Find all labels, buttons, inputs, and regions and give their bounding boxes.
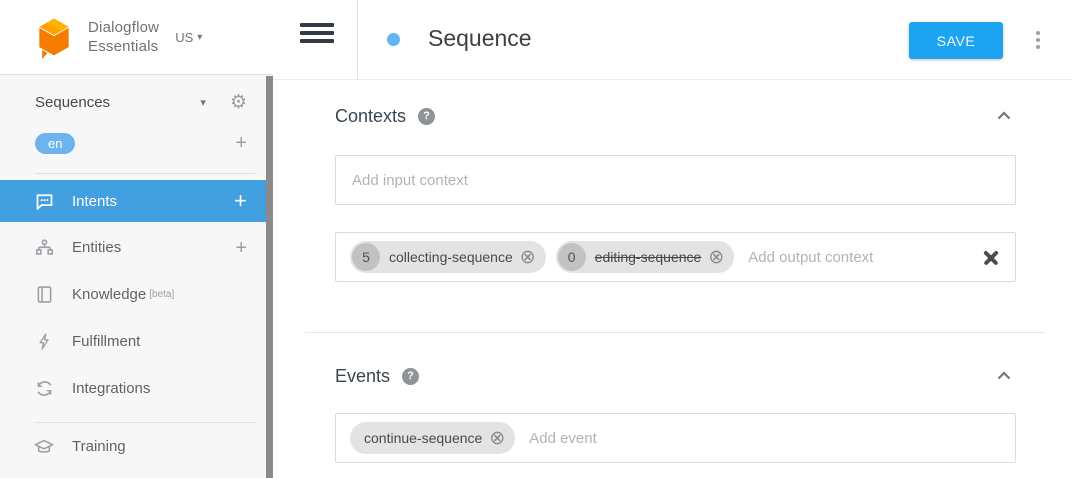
collapse-chevron-up-icon[interactable] <box>992 104 1016 128</box>
app-title-line1: Dialogflow <box>88 19 160 36</box>
intent-status-dot <box>387 33 400 46</box>
entities-tree-icon <box>33 237 55 259</box>
add-intent-icon[interactable]: + <box>234 188 247 213</box>
clear-contexts-icon[interactable] <box>983 249 999 265</box>
sidebar-item-label: Knowledge <box>72 286 147 303</box>
event-input[interactable] <box>529 429 999 447</box>
main-header: Sequence SAVE <box>273 0 1072 80</box>
agent-settings-gear-icon[interactable]: ⚙ <box>229 91 247 113</box>
main-panel: Sequence SAVE Contexts ? 5 <box>273 0 1072 478</box>
dialogflow-logo-icon <box>39 18 69 59</box>
remove-chip-icon[interactable]: ⊗ <box>708 246 725 268</box>
region-label: US <box>175 29 194 45</box>
remove-chip-icon[interactable]: ⊗ <box>489 427 506 449</box>
beta-badge: [beta] <box>149 289 175 300</box>
event-chip[interactable]: continue-sequence ⊗ <box>350 422 516 454</box>
sidebar-item-label: Integrations <box>72 380 151 397</box>
contexts-title: Contexts <box>335 105 407 126</box>
output-context-chip[interactable]: 0 editing-sequence ⊗ <box>555 241 735 273</box>
sidebar-item-knowledge[interactable]: Knowledge [beta] <box>0 271 273 318</box>
sidebar-item-intents[interactable]: Intents + <box>0 180 273 222</box>
sidebar-divider <box>35 173 255 174</box>
events-field: continue-sequence ⊗ <box>335 413 1016 463</box>
page-title: Sequence <box>428 25 532 51</box>
language-row: en + <box>0 123 273 163</box>
help-icon[interactable]: ? <box>418 107 436 125</box>
chevron-down-icon: ▾ <box>197 31 203 43</box>
app-title-line2: Essentials <box>88 38 159 55</box>
sidebar-item-training[interactable]: Training <box>0 423 273 470</box>
add-language-icon[interactable]: + <box>235 132 247 154</box>
book-icon <box>33 284 55 306</box>
more-options-kebab-icon[interactable] <box>1030 27 1046 53</box>
agent-name[interactable]: Sequences <box>35 93 111 111</box>
sidebar-divider <box>35 422 255 423</box>
sidebar: Dialogflow Essentials US ▾ Sequences ▾ ⚙… <box>0 0 273 478</box>
input-context-field <box>335 155 1016 205</box>
sidebar-item-entities[interactable]: Entities + <box>0 224 273 271</box>
header-divider <box>357 0 358 80</box>
agent-selector-row: Sequences ▾ ⚙ <box>0 81 273 123</box>
agent-chevron-down-icon[interactable]: ▾ <box>200 96 206 109</box>
sidebar-item-integrations[interactable]: Integrations <box>0 365 273 412</box>
output-context-field: 5 collecting-sequence ⊗ 0 editing-sequen… <box>335 232 1016 282</box>
sidebar-item-fulfillment[interactable]: Fulfillment <box>0 318 273 365</box>
context-chip-label: editing-sequence <box>594 249 702 265</box>
events-section: Events ? continue-sequence ⊗ <box>335 364 1016 463</box>
sidebar-item-label: Intents <box>72 192 118 210</box>
sidebar-header: Dialogflow Essentials US ▾ <box>0 0 273 75</box>
context-lifespan-badge[interactable]: 5 <box>352 243 380 271</box>
sidebar-item-label: Fulfillment <box>72 333 141 350</box>
sidebar-item-label: Training <box>72 438 126 455</box>
lightning-icon <box>33 331 55 353</box>
events-section-header: Events ? <box>335 364 1016 388</box>
context-chip-label: collecting-sequence <box>389 249 513 265</box>
graduation-cap-icon <box>33 436 55 458</box>
region-selector[interactable]: US ▾ <box>175 30 202 45</box>
input-context-input[interactable] <box>352 171 999 189</box>
remove-chip-icon[interactable]: ⊗ <box>519 246 536 268</box>
language-chip[interactable]: en <box>35 132 76 154</box>
save-button[interactable]: SAVE <box>909 22 1003 59</box>
event-chip-label: continue-sequence <box>364 430 483 446</box>
app-title: Dialogflow Essentials <box>88 18 159 56</box>
context-lifespan-badge[interactable]: 0 <box>557 243 586 271</box>
sidebar-item-label: Entities <box>72 239 122 256</box>
help-icon[interactable]: ? <box>402 367 420 385</box>
output-context-chip[interactable]: 5 collecting-sequence ⊗ <box>350 241 546 273</box>
add-entity-icon[interactable]: + <box>235 236 247 259</box>
sidebar-scrollbar[interactable] <box>266 76 273 478</box>
chat-bubble-icon <box>33 190 55 212</box>
events-title: Events <box>335 365 391 386</box>
contexts-section: Contexts ? 5 collecting-sequence ⊗ <box>335 104 1016 282</box>
intent-editor-content: Contexts ? 5 collecting-sequence ⊗ <box>273 81 1072 463</box>
sync-icon <box>33 378 55 400</box>
hamburger-menu-icon[interactable] <box>300 23 334 47</box>
section-divider <box>305 332 1045 333</box>
sidebar-menu: Intents + Entities + Kno <box>0 180 273 470</box>
collapse-chevron-up-icon[interactable] <box>992 364 1016 388</box>
contexts-section-header: Contexts ? <box>335 104 1016 128</box>
output-context-input[interactable] <box>748 248 975 266</box>
